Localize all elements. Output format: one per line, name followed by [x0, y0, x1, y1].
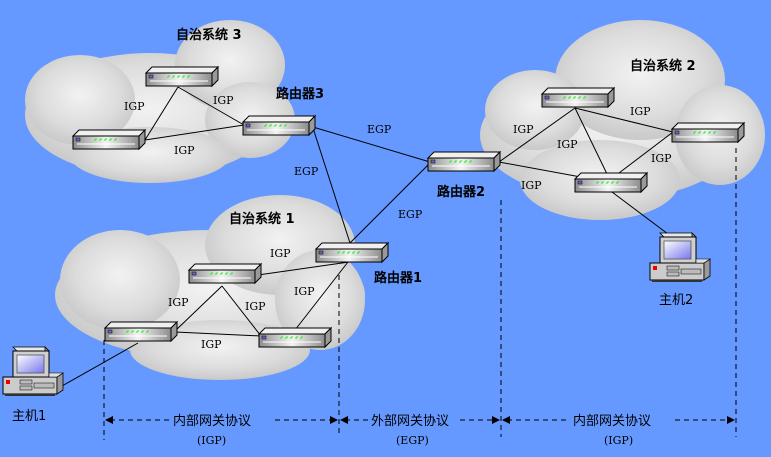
- link-router3-router2: [312, 126, 431, 163]
- router-icon: [427, 151, 501, 172]
- link-router3-router1: [312, 127, 351, 244]
- link-label: IGP: [294, 285, 315, 298]
- computer-icon: [2, 346, 64, 397]
- link-router1-router2: [349, 162, 431, 244]
- router-icon: [574, 172, 648, 193]
- links-layer: [61, 86, 677, 387]
- arrow-right-icon: [492, 416, 500, 424]
- span-label: 内部网关协议: [573, 413, 651, 429]
- host1-label: 主机1: [12, 409, 46, 424]
- router-icon: [315, 242, 389, 263]
- link-router1-as1-r3: [294, 261, 349, 331]
- arrow-right-icon: [330, 416, 338, 424]
- computer-icon: [649, 232, 711, 283]
- router-icon: [671, 122, 745, 143]
- cloud-as3: [25, 20, 295, 183]
- boundary-lines: [103, 148, 737, 440]
- link-as2-r1-as2-r2: [574, 107, 674, 133]
- link-label: IGP: [270, 247, 291, 260]
- as2-title: 自治系统 2: [630, 58, 696, 74]
- span-igp-left: 内部网关协议 (IGP): [105, 413, 338, 447]
- link-host2-as2-r3: [611, 191, 677, 241]
- link-label: IGP: [213, 94, 234, 107]
- router-icon: [188, 263, 262, 284]
- link-labels: IGP IGP IGP EGP EGP EGP IGP IGP IGP IGP …: [124, 94, 672, 351]
- link-host1-as1-r2: [61, 342, 139, 387]
- span-sub: (EGP): [396, 434, 429, 447]
- link-label: EGP: [398, 208, 423, 221]
- link-label: IGP: [168, 296, 189, 309]
- arrow-left-icon: [502, 416, 510, 424]
- link-as1-r1-as1-r3: [221, 285, 262, 337]
- router-icon: [145, 66, 219, 87]
- span-label: 外部网关协议: [371, 414, 449, 429]
- router2-label: 路由器2: [437, 184, 485, 200]
- span-egp-mid: 外部网关协议 (EGP): [340, 414, 500, 447]
- span-igp-right: 内部网关协议 (IGP): [502, 413, 735, 447]
- link-label: IGP: [651, 152, 672, 165]
- link-label: IGP: [630, 105, 651, 118]
- link-as3-r1-router3: [177, 86, 245, 126]
- link-label: EGP: [294, 165, 319, 178]
- link-label: IGP: [124, 100, 145, 113]
- link-as1-r2-as1-r3: [174, 331, 262, 337]
- link-label: EGP: [367, 123, 392, 136]
- router-icon: [104, 321, 178, 342]
- as1-title: 自治系统 1: [229, 211, 295, 227]
- router3-label: 路由器3: [276, 86, 324, 102]
- link-as3-r2-router3: [144, 124, 245, 141]
- router-icon: [72, 129, 146, 150]
- link-as1-r1-as1-r2: [174, 285, 223, 332]
- cloud-as1: [55, 195, 365, 380]
- link-label: IGP: [245, 300, 266, 313]
- span-label: 内部网关协议: [173, 413, 251, 429]
- router1-label: 路由器1: [374, 270, 422, 286]
- link-as2-r2-as2-r3: [614, 131, 674, 177]
- link-label: IGP: [557, 138, 578, 151]
- link-as2-r1-as2-r3: [574, 107, 609, 177]
- arrow-left-icon: [105, 416, 113, 424]
- router-icon: [258, 327, 332, 348]
- host2-label: 主机2: [659, 293, 693, 308]
- link-label: IGP: [513, 123, 534, 136]
- link-label: IGP: [201, 338, 222, 351]
- span-sub: (IGP): [197, 434, 226, 447]
- as3-title: 自治系统 3: [176, 27, 242, 43]
- link-as3-r1-as3-r2: [144, 86, 179, 141]
- arrow-left-icon: [340, 416, 348, 424]
- router-icon: [541, 87, 615, 108]
- link-label: IGP: [174, 144, 195, 157]
- link-as1-r1-router1: [257, 261, 350, 276]
- span-sub: (IGP): [604, 434, 633, 447]
- link-label: IGP: [521, 179, 542, 192]
- router-icon: [242, 115, 316, 136]
- arrow-right-icon: [727, 416, 735, 424]
- link-router2-as2-r1: [498, 107, 576, 163]
